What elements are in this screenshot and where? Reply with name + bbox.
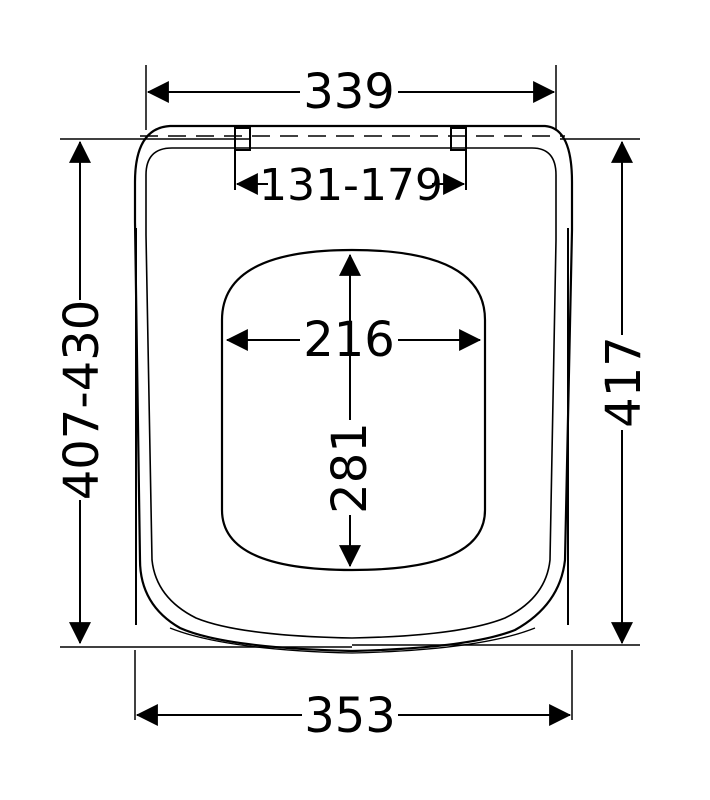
dim-top-width-label: 339	[303, 64, 395, 120]
dim-top-width: 339	[146, 64, 556, 120]
dim-hinge-spacing-label: 131-179	[259, 160, 443, 211]
dim-opening-length-label: 281	[322, 422, 378, 514]
extension-lines	[60, 65, 640, 720]
dim-bottom-width: 353	[135, 688, 572, 744]
hinge-right	[450, 127, 467, 190]
dim-total-length: 407-430	[54, 140, 110, 645]
dim-opening-width: 216	[225, 312, 482, 368]
seat-outline	[133, 124, 574, 654]
dim-seat-length-label: 417	[596, 336, 652, 428]
dim-total-length-label: 407-430	[54, 300, 110, 501]
dim-bottom-width-label: 353	[304, 688, 396, 744]
seat-opening	[220, 248, 487, 572]
dim-hinge-spacing: 131-179	[235, 160, 466, 211]
dim-seat-length: 417	[596, 140, 652, 645]
hinge-left	[234, 127, 251, 190]
dim-opening-length: 281	[322, 253, 378, 568]
